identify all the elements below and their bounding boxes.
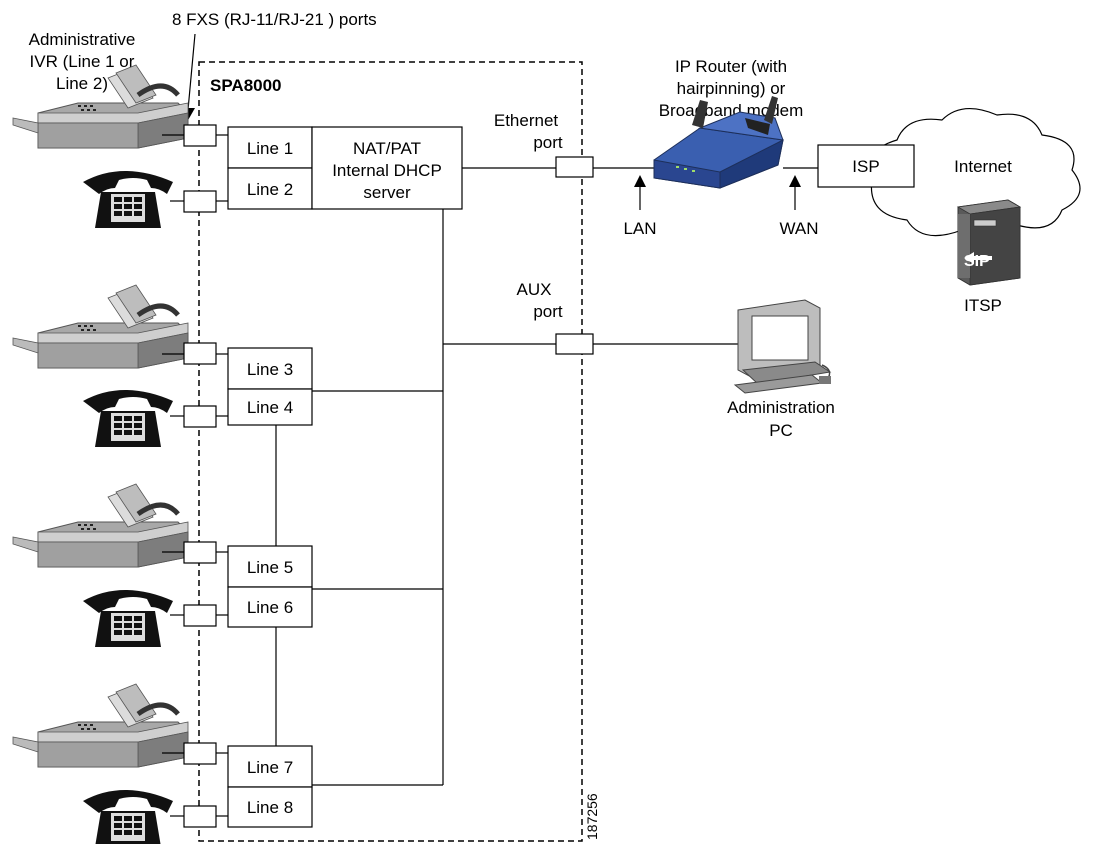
line-label: Line 5: [247, 558, 293, 577]
wan-label: WAN: [779, 219, 818, 238]
nat-label-3: server: [363, 183, 411, 202]
aux-port-label-2: port: [533, 302, 563, 321]
line-label: Line 1: [247, 139, 293, 158]
line-label: Line 6: [247, 598, 293, 617]
internet-label: Internet: [954, 157, 1012, 176]
lan-label: LAN: [623, 219, 656, 238]
fxs-port: [183, 541, 217, 564]
nat-label-1: NAT/PAT: [353, 139, 421, 158]
administration-pc-icon: [733, 299, 832, 394]
nat-label-2: Internal DHCP: [332, 161, 442, 180]
line-label: Line 7: [247, 758, 293, 777]
fax-machine-icon: [13, 684, 188, 767]
sip-logo-text: SIP: [964, 253, 990, 270]
fax-machine-icon: [13, 285, 188, 368]
line-box: [227, 586, 313, 628]
telephone-icon: [83, 590, 173, 647]
line-label: Line 4: [247, 398, 293, 417]
fxs-port: [183, 124, 217, 147]
fxs-port: [183, 405, 217, 428]
admin-ivr-label-1: Administrative: [29, 30, 136, 49]
admin-pc-label-2: PC: [769, 421, 793, 440]
aux-port-label-1: AUX: [517, 280, 552, 299]
nat-dhcp-box: [311, 126, 463, 210]
spa8000-boundary: [198, 61, 583, 842]
line-box: [227, 745, 313, 788]
internet-cloud-icon: [869, 108, 1081, 237]
fxs-port: [183, 190, 217, 213]
ethernet-port-label-1: Ethernet: [494, 111, 559, 130]
admin-ivr-label-2: IVR (Line 1 or: [30, 52, 135, 71]
fxs-arrow-line: [187, 33, 196, 111]
fxs-ports-label: 8 FXS (RJ-11/RJ-21 ) ports: [172, 10, 377, 29]
telephone-icon: [83, 790, 173, 844]
device-label: SPA8000: [210, 76, 282, 95]
line-label: Line 8: [247, 798, 293, 817]
itsp-label: ITSP: [964, 296, 1002, 315]
device-wires: [162, 134, 230, 817]
line-box: [227, 388, 313, 426]
line-label: Line 2: [247, 180, 293, 199]
itsp-server-icon: [956, 199, 1022, 286]
router-icon: [653, 96, 784, 189]
admin-ivr-label-3: Line 2): [56, 74, 108, 93]
line-label: Line 3: [247, 360, 293, 379]
line-box: [227, 347, 313, 390]
lan-arrow-head: [634, 175, 646, 187]
aux-port: [555, 333, 594, 355]
fxs-port: [183, 604, 217, 627]
telephone-icon: [83, 171, 173, 228]
fxs-port: [183, 742, 217, 765]
fxs-ports: [183, 124, 217, 828]
ethernet-port: [555, 156, 594, 178]
line-box: [227, 545, 313, 588]
wan-arrow-head: [789, 175, 801, 187]
line-box: [227, 786, 313, 828]
internal-wiring: [275, 167, 556, 786]
figure-id: 187256: [584, 793, 600, 840]
isp-label: ISP: [852, 157, 879, 176]
line-box: [227, 167, 313, 210]
fax-machine-icon: [13, 484, 188, 567]
fxs-port: [183, 805, 217, 828]
admin-pc-label-1: Administration: [727, 398, 835, 417]
router-label-1: IP Router (with: [675, 57, 787, 76]
fxs-port: [183, 342, 217, 365]
isp-box: [817, 144, 915, 188]
router-label-2: hairpinning) or: [677, 79, 786, 98]
telephone-icon: [83, 390, 173, 447]
ethernet-port-label-2: port: [533, 133, 563, 152]
